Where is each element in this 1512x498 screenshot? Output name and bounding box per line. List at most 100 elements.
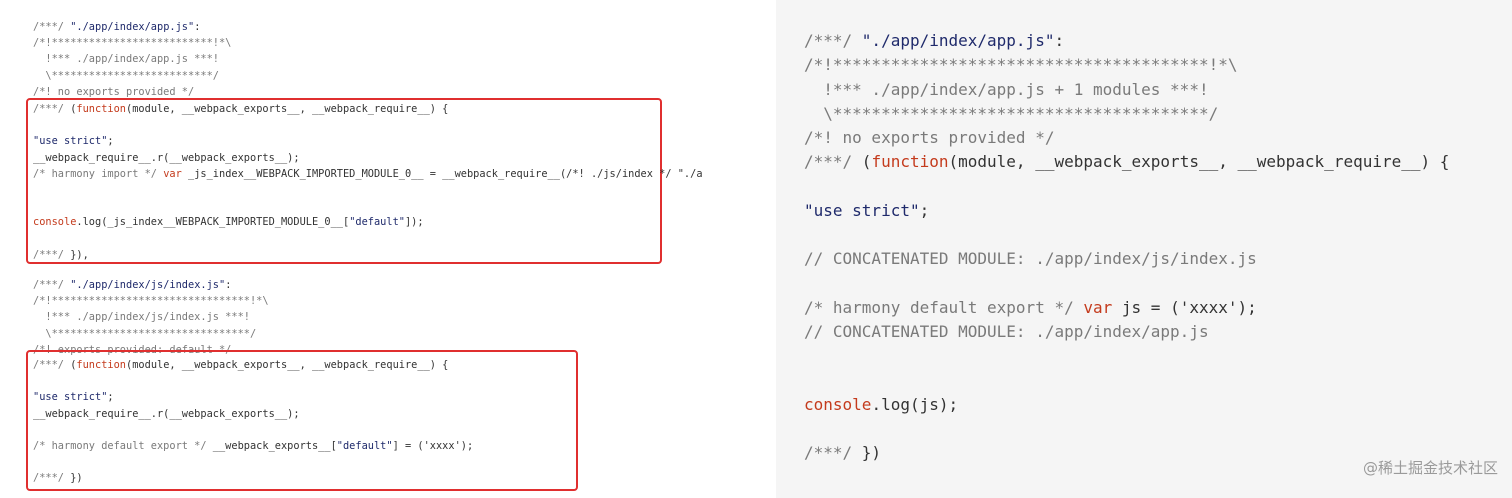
code-token: /* harmony import */	[33, 167, 164, 180]
code-token: })	[70, 472, 83, 485]
code-token: /***/	[33, 359, 71, 371]
code-line: /***/ "./app/index/app.js":	[804, 30, 1064, 52]
code-token: ]);	[404, 216, 424, 229]
app-wrapper-highlight-box	[26, 98, 662, 264]
code-line: "use strict";	[33, 390, 114, 404]
code-token: /*! exports provided: default */	[33, 343, 232, 356]
code-line: "use strict";	[804, 200, 929, 222]
code-token: !*** ./app/index/js/index.js ***!	[33, 311, 250, 324]
code-token: function	[871, 152, 949, 172]
code-token: "./app/index/js/index.js"	[70, 279, 226, 291]
code-token: console	[33, 216, 77, 229]
code-line: /***/ "./app/index/js/index.js":	[33, 278, 231, 292]
code-token: /***/	[33, 103, 71, 115]
code-token: // CONCATENATED MODULE: ./app/index/app.…	[804, 322, 1209, 341]
code-line: /***/ (function(module, __webpack_export…	[33, 358, 448, 372]
code-token: !*** ./app/index/app.js ***!	[33, 53, 219, 66]
code-token: /***/	[33, 472, 71, 485]
code-line: \********************************/	[33, 327, 256, 341]
code-token: /***/	[804, 152, 862, 172]
code-token: .log(_js_index__WEBPACK_IMPORTED_MODULE_…	[76, 216, 350, 229]
code-token: \**************************/	[33, 69, 219, 82]
code-token: js = ('xxxx');	[1112, 297, 1257, 317]
code-line: /***/ "./app/index/app.js":	[33, 20, 200, 34]
code-token: (module, __webpack_exports__, __webpack_…	[126, 103, 449, 115]
code-line: "use strict";	[33, 134, 114, 148]
code-token: var	[1083, 297, 1113, 317]
code-line: /*!********************************!*\	[33, 294, 269, 308]
code-token: __webpack_exports__[	[212, 440, 337, 452]
code-token: :	[225, 279, 232, 291]
code-token: /* harmony default export */	[804, 297, 1084, 317]
code-token: // CONCATENATED MODULE: ./app/index/js/i…	[804, 249, 1257, 269]
code-token: /***/	[804, 31, 862, 50]
code-line: __webpack_require__.r(__webpack_exports_…	[33, 151, 300, 165]
code-line: /*!**************************!*\	[33, 36, 231, 50]
code-token: "use strict"	[33, 391, 108, 404]
code-token: }),	[70, 248, 89, 261]
code-line: /* harmony default export */ __webpack_e…	[33, 439, 473, 453]
code-line: /*! no exports provided */	[804, 127, 1054, 149]
code-token: /*! no exports provided */	[804, 128, 1055, 147]
code-line: /***/ })	[33, 471, 83, 485]
code-token: .log(js);	[871, 394, 959, 414]
code-token: "./app/index/app.js"	[70, 21, 195, 33]
code-token: "./app/index/app.js"	[861, 31, 1055, 50]
code-line: /* harmony import */ var _js_index__WEBP…	[33, 167, 703, 181]
code-token: ;	[107, 391, 114, 404]
code-line: /***/ })	[804, 442, 881, 464]
code-token: ] = ('xxxx');	[392, 440, 474, 452]
code-line: /***/ (function(module, __webpack_export…	[33, 102, 448, 116]
code-line: console.log(js);	[804, 394, 958, 416]
right-code-panel: /***/ "./app/index/app.js": /*!**********…	[776, 0, 1512, 498]
code-token: /*!********************************!*\	[33, 295, 269, 308]
code-token: :	[1054, 31, 1065, 50]
code-token: (	[70, 103, 77, 115]
code-token: /*!**************************!*\	[33, 37, 232, 50]
code-token: ;	[107, 135, 114, 148]
code-token: /*! no exports provided */	[33, 85, 195, 98]
code-token: console	[804, 394, 872, 414]
code-line: __webpack_require__.r(__webpack_exports_…	[33, 407, 300, 421]
code-token: /***/	[33, 248, 71, 261]
code-token: :	[194, 21, 201, 33]
code-line: !*** ./app/index/app.js ***!	[33, 52, 219, 66]
code-token: var	[163, 167, 182, 180]
code-token: /* harmony default export */	[33, 440, 213, 452]
code-token: _js_index__WEBPACK_IMPORTED_MODULE_0__ =…	[181, 167, 703, 180]
code-token: "default"	[349, 216, 405, 229]
code-token: (	[861, 152, 872, 172]
code-token: /***/	[33, 279, 71, 291]
code-line: /* harmony default export */ var js = ('…	[804, 297, 1257, 319]
code-line: \***************************************…	[804, 103, 1218, 125]
code-line: // CONCATENATED MODULE: ./app/index/app.…	[804, 321, 1209, 343]
code-token: function	[76, 359, 127, 371]
code-token: \********************************/	[33, 327, 257, 340]
code-token: ;	[919, 200, 930, 220]
index-wrapper-highlight-box	[26, 350, 578, 491]
code-token: })	[861, 443, 882, 463]
code-token: !*** ./app/index/app.js + 1 modules ***!	[804, 79, 1209, 99]
code-token: (module, __webpack_exports__, __webpack_…	[948, 152, 1450, 172]
code-token: "use strict"	[33, 135, 108, 148]
code-token: \***************************************…	[804, 103, 1219, 123]
code-token: "default"	[336, 440, 393, 452]
left-code-panel: /***/ "./app/index/app.js": /*!**********…	[0, 0, 730, 498]
code-token: /***/	[33, 21, 71, 33]
code-token: __webpack_require__.r(__webpack_exports_…	[33, 407, 300, 420]
code-token: /*!*************************************…	[804, 55, 1238, 75]
code-token: function	[76, 103, 127, 115]
code-line: !*** ./app/index/js/index.js ***!	[33, 310, 250, 324]
code-line: console.log(_js_index__WEBPACK_IMPORTED_…	[33, 215, 424, 229]
code-line: // CONCATENATED MODULE: ./app/index/js/i…	[804, 248, 1257, 270]
code-line: /***/ (function(module, __webpack_export…	[804, 151, 1449, 173]
code-line: /*! no exports provided */	[33, 85, 194, 99]
code-line: /*!*************************************…	[804, 54, 1237, 76]
code-line: /***/ }),	[33, 248, 89, 262]
code-token: /***/	[804, 443, 862, 463]
watermark: @稀土掘金技术社区	[1362, 459, 1498, 477]
code-line: !*** ./app/index/app.js + 1 modules ***!	[804, 79, 1209, 101]
code-token: (module, __webpack_exports__, __webpack_…	[126, 359, 449, 371]
code-line: \**************************/	[33, 69, 219, 83]
code-token: __webpack_require__.r(__webpack_exports_…	[33, 151, 300, 164]
